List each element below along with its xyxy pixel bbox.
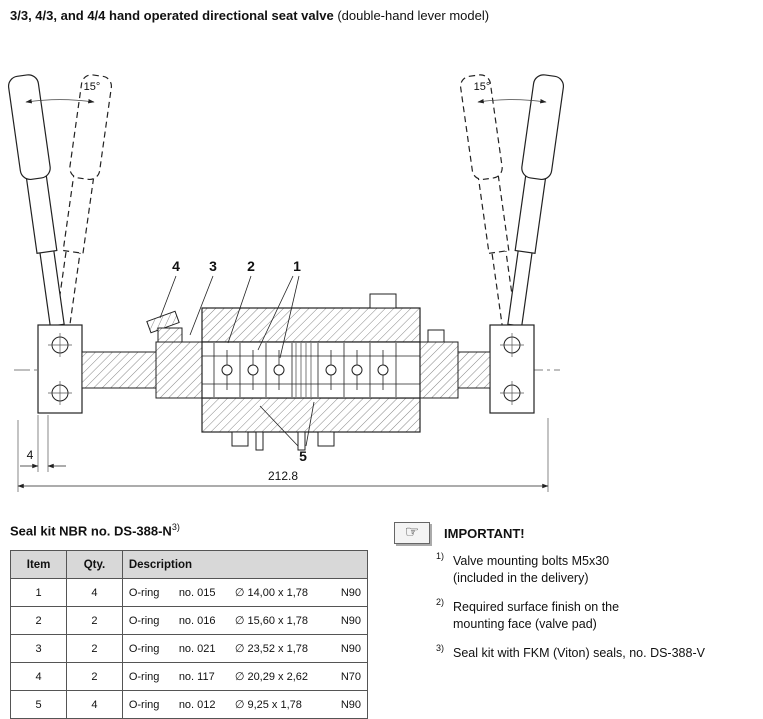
bottom-section: Seal kit NBR no. DS-388-N3) Item Qty. De… [9, 522, 734, 719]
header-qty: Qty. [66, 550, 123, 580]
description-cell: O-ring no. 016 ∅ 15,60 x 1,78 N90 [121, 606, 369, 636]
seal-kit-table: Item Qty. Description 1 4 O-ring no. 015… [9, 550, 369, 719]
description-cell: O-ring no. 021 ∅ 23,52 x 1,78 N90 [121, 634, 369, 664]
left-adapter [155, 341, 203, 399]
angle-dimension-left: 15° [25, 81, 101, 104]
valve-technical-drawing: 15° 15° [6, 72, 566, 492]
dim-overall-value: 212.8 [268, 469, 298, 483]
callout-label-4: 4 [172, 258, 180, 274]
dimension-left-offset: 4 [20, 415, 66, 472]
seal-kit-title: Seal kit NBR no. DS-388-N3) [10, 522, 368, 538]
seal-kit-title-text: Seal kit NBR no. DS-388-N [10, 523, 172, 539]
note-ref: 3) [436, 642, 445, 653]
pointing-hand-icon: ☞ [394, 522, 430, 544]
valve-body [201, 293, 445, 451]
note-text: Seal kit with FKM (Viton) seals, no. DS-… [453, 645, 705, 660]
item-cell: 5 [9, 690, 68, 719]
item-cell: 4 [9, 662, 68, 692]
dim-left-value: 4 [27, 448, 34, 462]
angle-label-left: 15° [84, 81, 101, 93]
qty-cell: 2 [66, 634, 123, 664]
header-item: Item [9, 550, 68, 580]
item-cell: 1 [9, 578, 68, 608]
page-title-suffix: (double-hand lever model) [337, 8, 490, 23]
table-row: 1 4 O-ring no. 015 ∅ 14,00 x 1,78 N90 [9, 578, 369, 608]
page-title-main: 3/3, 4/3, and 4/4 hand operated directio… [10, 8, 334, 23]
left-shaft [81, 351, 157, 389]
description-cell: O-ring no. 117 ∅ 20,29 x 2,62 N70 [121, 662, 369, 692]
right-shaft [457, 351, 491, 389]
header-description: Description [121, 550, 369, 580]
right-end-block [489, 324, 535, 414]
qty-cell: 4 [66, 578, 123, 608]
important-header: ☞ IMPORTANT! [394, 522, 734, 544]
callout-label-5: 5 [299, 448, 307, 464]
table-row: 4 2 O-ring no. 117 ∅ 20,29 x 2,62 N70 [9, 662, 369, 692]
dimension-overall: 212.8 [17, 418, 549, 492]
note-ref: 1) [436, 551, 445, 561]
callouts [159, 275, 315, 447]
item-cell: 3 [9, 634, 68, 664]
callout-label-2: 2 [247, 258, 255, 274]
note-ref: 2) [436, 596, 445, 607]
seal-kit-title-note-ref: 3) [171, 522, 180, 532]
table-row: 5 4 O-ring no. 012 ∅ 9,25 x 1,78 N90 [9, 690, 369, 719]
qty-cell: 2 [66, 606, 123, 636]
note-text: Valve mounting bolts M5x30 (included in … [453, 554, 610, 585]
table-row: 2 2 O-ring no. 016 ∅ 15,60 x 1,78 N90 [9, 606, 369, 636]
description-cell: O-ring no. 012 ∅ 9,25 x 1,78 N90 [121, 690, 369, 719]
seal-kit-section: Seal kit NBR no. DS-388-N3) Item Qty. De… [9, 522, 369, 719]
angle-dimension-right: 15° [474, 81, 547, 104]
description-cell: O-ring no. 015 ∅ 14,00 x 1,78 N90 [121, 578, 369, 608]
note-item: 2) Required surface finish on the mounti… [436, 596, 734, 633]
qty-cell: 2 [66, 662, 123, 692]
callout-label-1: 1 [293, 258, 301, 274]
right-adapter [419, 341, 459, 399]
qty-cell: 4 [66, 690, 123, 719]
gland-part [146, 310, 183, 343]
note-text: Required surface finish on the mounting … [453, 599, 620, 631]
table-header-row: Item Qty. Description [9, 550, 369, 580]
page-title: 3/3, 4/3, and 4/4 hand operated directio… [10, 8, 489, 23]
note-item: 3) Seal kit with FKM (Viton) seals, no. … [436, 642, 734, 662]
item-cell: 2 [9, 606, 68, 636]
left-end-block [37, 324, 83, 414]
important-notes-section: ☞ IMPORTANT! 1) Valve mounting bolts M5x… [394, 522, 734, 719]
callout-label-3: 3 [209, 258, 217, 274]
seat-balls [221, 350, 389, 390]
important-title: IMPORTANT! [444, 525, 525, 541]
note-item: 1) Valve mounting bolts M5x30 (included … [436, 551, 734, 587]
table-row: 3 2 O-ring no. 021 ∅ 23,52 x 1,78 N90 [9, 634, 369, 664]
angle-label-right: 15° [474, 81, 491, 93]
